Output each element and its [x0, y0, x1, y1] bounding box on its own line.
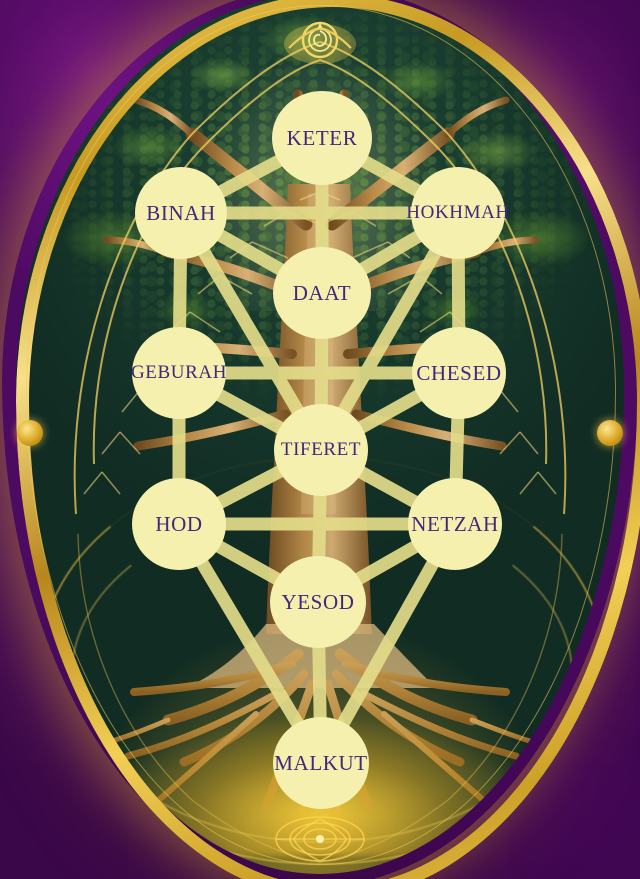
sephira-hokhmah[interactable]: HOKHMAH — [406, 167, 509, 259]
sephira-daat[interactable]: DAAT — [273, 247, 371, 339]
frame-boss-left — [17, 420, 43, 446]
sephira-label-chesed: CHESED — [416, 360, 502, 385]
sephira-yesod[interactable]: YESOD — [270, 556, 366, 648]
sephira-keter[interactable]: KETER — [272, 91, 372, 185]
sephira-tiferet[interactable]: TIFERET — [274, 404, 368, 496]
bottom-radiant-rosette-icon — [275, 816, 365, 862]
sephira-label-binah: BINAH — [146, 200, 216, 225]
sephira-malkut[interactable]: MALKUT — [273, 717, 369, 809]
sephira-label-hokhmah: HOKHMAH — [406, 202, 510, 223]
sephira-label-geburah: GEBURAH — [130, 362, 228, 383]
sephira-geburah[interactable]: GEBURAH — [130, 327, 228, 419]
sephira-label-tiferet: TIFERET — [280, 439, 362, 460]
frame-boss-right — [597, 420, 623, 446]
top-crest-rosette-icon — [284, 21, 356, 64]
sephira-hod[interactable]: HOD — [132, 478, 226, 570]
sephira-label-netzah: NETZAH — [411, 511, 499, 536]
sephira-label-daat: DAAT — [292, 280, 352, 305]
sephira-label-keter: KETER — [286, 125, 358, 150]
sephira-label-hod: HOD — [155, 511, 203, 536]
sephira-label-malkut: MALKUT — [274, 750, 368, 775]
sephira-chesed[interactable]: CHESED — [412, 327, 506, 419]
sephira-netzah[interactable]: NETZAH — [408, 478, 502, 570]
sephira-binah[interactable]: BINAH — [135, 167, 227, 259]
sephira-label-yesod: YESOD — [281, 589, 355, 614]
